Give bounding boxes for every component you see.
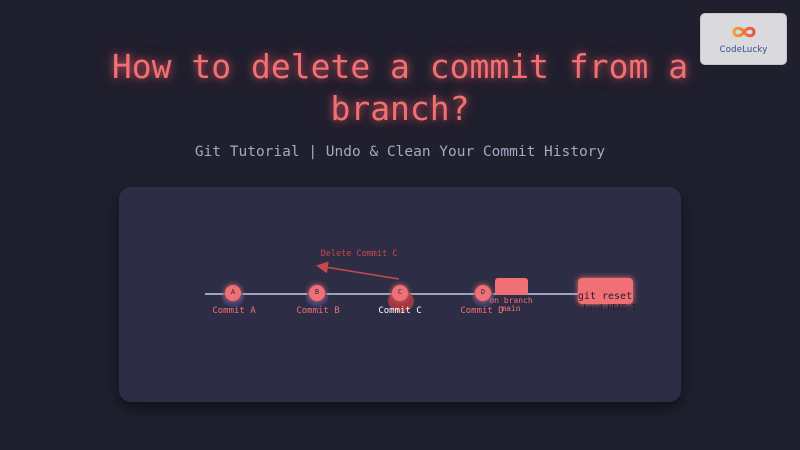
commit-node-d[interactable]: D Commit D [460, 285, 504, 316]
branch-label-line1: on branch [489, 296, 533, 305]
commit-label-d: Commit D [460, 306, 503, 316]
commit-letter-d: D [481, 288, 485, 296]
commit-label-b: Commit B [296, 306, 339, 316]
commit-node-a[interactable]: A Commit A [212, 285, 256, 316]
delete-arrow [316, 261, 400, 280]
logo-text: CodeLucky [719, 45, 768, 55]
commit-label-c: Commit C [378, 306, 421, 316]
commit-letter-b: B [315, 288, 319, 296]
commit-diagram: Delete Commit C A Commit A B Commit B C … [205, 249, 637, 316]
infinity-logo-icon [732, 26, 756, 38]
git-reset-command[interactable]: git reset --hard HEAD~1 [574, 278, 637, 312]
delete-commit-label: Delete Commit C [321, 249, 398, 259]
commit-label-a: Commit A [212, 306, 256, 316]
codelucky-logo[interactable]: CodeLucky [700, 13, 787, 65]
commit-letter-a: A [231, 288, 236, 296]
branch-label-line2: main [501, 304, 520, 313]
command-sublabel: --hard HEAD~1 [574, 303, 637, 312]
command-label: git reset [578, 291, 632, 302]
commit-node-c[interactable]: C Commit C [378, 285, 422, 316]
branch-pointer[interactable]: on branch main [489, 278, 533, 313]
page-title: How to delete a commit from a branch? [111, 47, 689, 128]
commit-node-b[interactable]: B Commit B [296, 285, 340, 316]
page-subtitle: Git Tutorial | Undo & Clean Your Commit … [194, 144, 606, 160]
commit-letter-c: C [398, 288, 402, 296]
diagram-panel: Delete Commit C A Commit A B Commit B C … [119, 187, 681, 402]
